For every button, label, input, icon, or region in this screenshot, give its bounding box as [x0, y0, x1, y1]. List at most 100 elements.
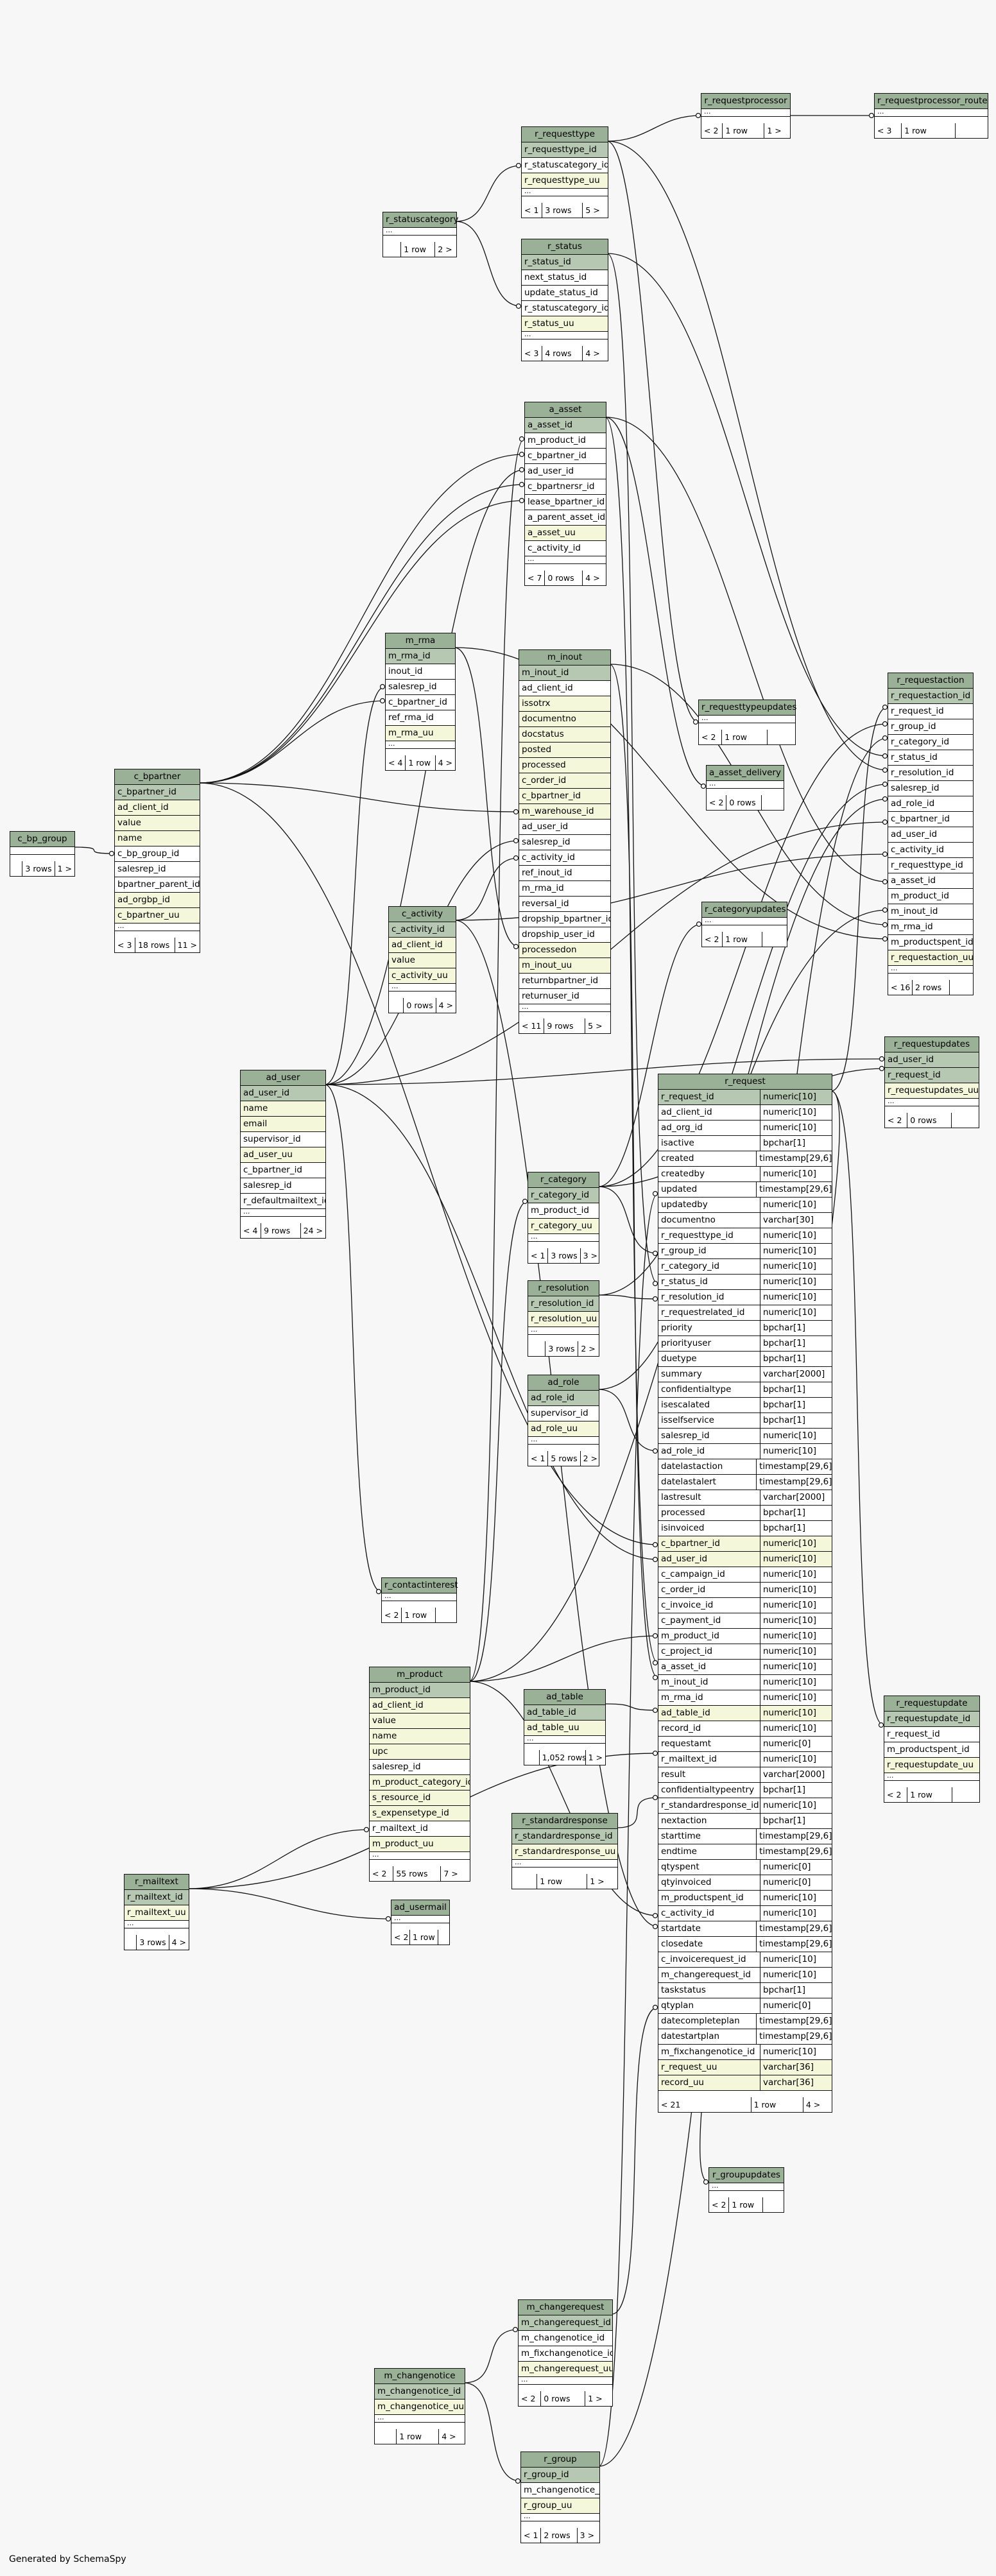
column-row[interactable]: m_warehouse_id: [519, 804, 610, 820]
column-row[interactable]: salesrep_id: [241, 1178, 325, 1194]
column-row[interactable]: ...: [375, 2415, 465, 2423]
column-row[interactable]: r_resolution_id: [528, 1296, 599, 1312]
column-row[interactable]: m_product_category_id: [370, 1775, 470, 1790]
column-row[interactable]: inout_id: [386, 664, 455, 680]
column-row[interactable]: c_bpartner_uu: [115, 908, 200, 923]
column-row[interactable]: value: [389, 953, 456, 968]
column-row[interactable]: ...: [522, 332, 608, 339]
column-row[interactable]: ref_rma_id: [386, 710, 455, 726]
table-title[interactable]: r_statuscategory: [383, 212, 458, 228]
column-row[interactable]: m_changenotice_uu: [375, 2400, 465, 2415]
column-row[interactable]: issotrx: [519, 696, 610, 712]
column-row[interactable]: ...: [707, 781, 784, 789]
column-row[interactable]: r_category_id: [888, 735, 973, 750]
table-title[interactable]: r_standardresponse: [512, 1814, 617, 1829]
table-title[interactable]: m_changerequest: [519, 2300, 612, 2315]
column-row[interactable]: ...: [524, 1736, 605, 1744]
column-row[interactable]: r_requestaction_id: [888, 689, 973, 704]
column-row[interactable]: value: [115, 816, 200, 831]
column-row[interactable]: c_activity_id: [519, 850, 610, 866]
column-row[interactable]: r_resolution_uu: [528, 1312, 599, 1327]
column-row[interactable]: r_standardresponse_id: [512, 1829, 617, 1844]
table-title[interactable]: r_requestaction: [888, 673, 973, 689]
column-row[interactable]: a_parent_asset_id: [525, 510, 606, 526]
column-row[interactable]: ...: [888, 966, 973, 974]
column-row[interactable]: r_requestupdate_uu: [884, 1758, 979, 1773]
column-row[interactable]: r_group_uu: [521, 2498, 599, 2514]
column-row[interactable]: m_product_id: [528, 1203, 599, 1219]
table-title[interactable]: ad_usermail: [391, 1900, 449, 1916]
table-title[interactable]: m_rma: [386, 633, 455, 649]
column-row[interactable]: r_statuscategory_id: [522, 301, 608, 316]
table-title[interactable]: a_asset_delivery: [707, 766, 784, 781]
column-row[interactable]: bpartner_parent_id: [115, 877, 200, 893]
column-row[interactable]: c_bpartner_id: [888, 812, 973, 827]
column-row[interactable]: c_bpartner_id: [525, 449, 606, 464]
column-row[interactable]: ad_role_id: [888, 796, 973, 812]
column-row[interactable]: m_inout_uu: [519, 958, 610, 974]
column-row[interactable]: ...: [382, 1593, 456, 1601]
column-row[interactable]: ad_role_uu: [528, 1421, 599, 1437]
column-row[interactable]: m_inout_id: [888, 904, 973, 920]
column-row[interactable]: ...: [115, 923, 200, 931]
column-row[interactable]: salesrep_id: [115, 862, 200, 877]
column-row[interactable]: m_productspent_id: [888, 935, 973, 950]
table-title[interactable]: r_requesttype: [522, 127, 608, 142]
column-row[interactable]: ad_table_uu: [524, 1721, 605, 1736]
column-row[interactable]: m_rma_uu: [386, 726, 455, 741]
column-row[interactable]: ...: [702, 918, 787, 925]
column-row[interactable]: ...: [875, 109, 988, 117]
column-row[interactable]: c_bpartnersr_id: [525, 479, 606, 495]
column-row[interactable]: ...: [391, 1916, 449, 1923]
column-row[interactable]: ...: [125, 1921, 189, 1928]
column-row[interactable]: ad_client_id: [389, 938, 456, 953]
column-row[interactable]: ...: [386, 741, 455, 749]
column-row[interactable]: ...: [528, 1234, 599, 1242]
column-row[interactable]: m_rma_id: [888, 920, 973, 935]
column-row[interactable]: m_rma_id: [386, 649, 455, 664]
column-row[interactable]: value: [370, 1713, 470, 1729]
column-row[interactable]: m_changerequest_uu: [519, 2362, 612, 2377]
table-title[interactable]: r_contactinterest: [382, 1578, 458, 1593]
column-row[interactable]: lease_bpartner_id: [525, 495, 606, 510]
column-row[interactable]: c_activity_id: [389, 922, 456, 938]
column-row[interactable]: r_requesttype_uu: [522, 173, 608, 189]
column-row[interactable]: ...: [701, 109, 790, 117]
column-row[interactable]: ...: [528, 1327, 599, 1335]
column-row[interactable]: m_fixchangenotice_id: [519, 2346, 612, 2362]
column-row[interactable]: s_resource_id: [370, 1790, 470, 1806]
column-row[interactable]: ...: [519, 2377, 612, 2385]
column-row[interactable]: r_status_id: [522, 255, 608, 270]
column-row[interactable]: a_asset_id: [525, 418, 606, 433]
column-row[interactable]: name: [241, 1101, 325, 1117]
